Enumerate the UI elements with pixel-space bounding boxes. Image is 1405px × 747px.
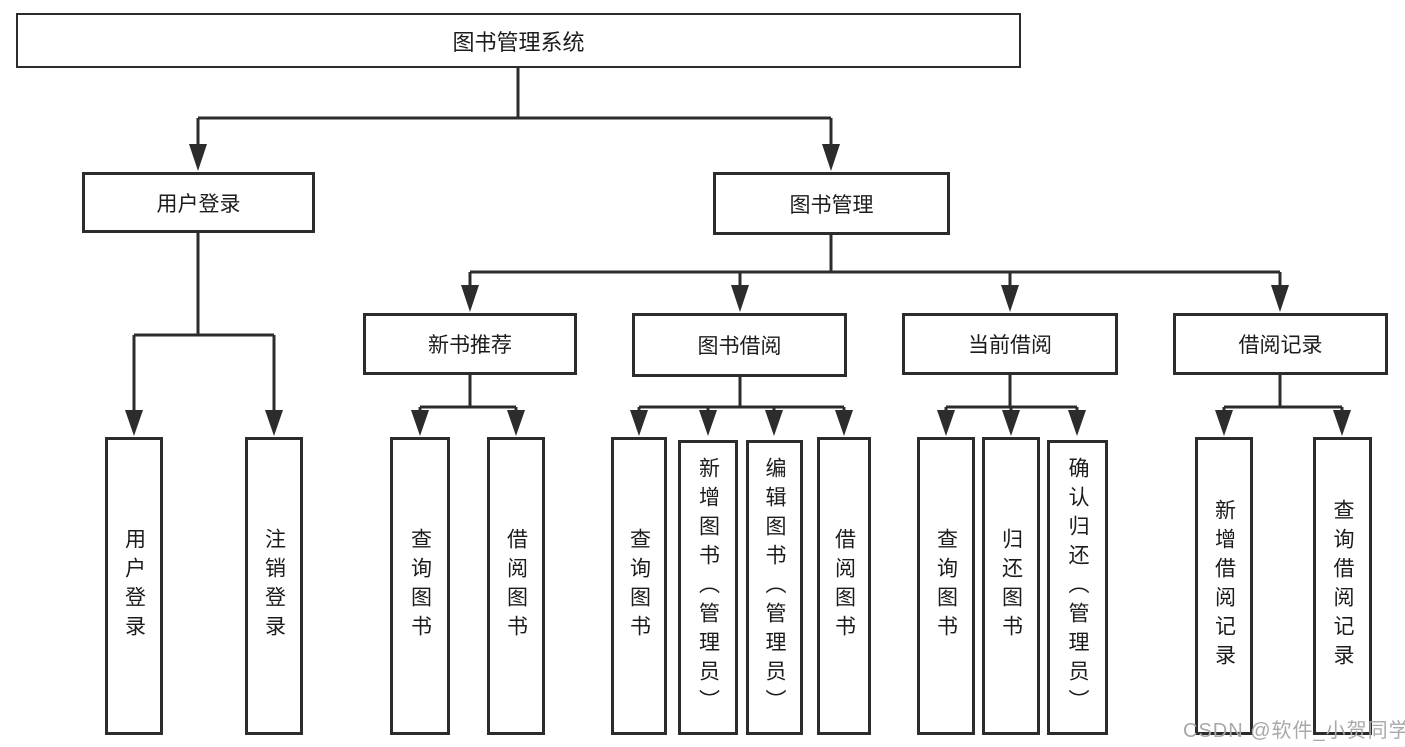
node-label: 当前借阅	[968, 334, 1052, 357]
node-label: 图书借阅	[697, 335, 782, 358]
node-label: 新增借阅记录	[1212, 499, 1236, 673]
node-label: 借阅图书	[832, 528, 856, 644]
leaf-query-books-recommend: 查询图书	[390, 437, 450, 735]
node-current-borrowing: 当前借阅	[902, 313, 1118, 375]
leaf-user-login: 用户登录	[105, 437, 163, 735]
node-label: 新书推荐	[428, 334, 512, 357]
leaf-query-books-borrowing: 查询图书	[611, 437, 667, 735]
node-label: 图书管理系统	[452, 29, 585, 55]
node-label: 用户登录	[122, 528, 146, 644]
node-book-management: 图书管理	[713, 172, 950, 235]
node-label: 借阅图书	[504, 528, 528, 644]
node-label: 查询图书	[408, 528, 432, 644]
leaf-query-books-current: 查询图书	[917, 437, 975, 735]
node-label: 查询借阅记录	[1331, 499, 1354, 673]
watermark-text: CSDN @软件_小贺同学	[1183, 720, 1405, 742]
node-user-login: 用户登录	[82, 172, 315, 233]
node-new-book-recommendation: 新书推荐	[363, 313, 577, 375]
node-label: 查询图书	[627, 528, 651, 644]
node-label: 查询图书	[934, 528, 958, 644]
leaf-add-book-admin: 新增图书（管理员）	[678, 440, 738, 735]
node-book-borrowing: 图书借阅	[632, 313, 847, 377]
node-label: 注销登录	[262, 528, 286, 644]
leaf-edit-book-admin: 编辑图书（管理员）	[746, 440, 803, 735]
leaf-query-borrow-record: 查询借阅记录	[1313, 437, 1372, 735]
leaf-logout: 注销登录	[245, 437, 303, 735]
leaf-confirm-return-admin: 确认归还（管理员）	[1047, 440, 1108, 735]
leaf-return-books: 归还图书	[982, 437, 1040, 735]
node-borrowing-records: 借阅记录	[1173, 313, 1388, 375]
node-label: 图书管理	[789, 193, 874, 217]
node-label: 归还图书	[999, 528, 1023, 644]
node-label: 新增图书（管理员）	[696, 457, 720, 718]
leaf-borrow-books-borrowing: 借阅图书	[817, 437, 871, 735]
node-label: 确认归还（管理员）	[1066, 457, 1089, 718]
node-library-management-system: 图书管理系统	[16, 13, 1021, 68]
node-label: 编辑图书（管理员）	[763, 457, 786, 718]
leaf-add-borrow-record: 新增借阅记录	[1195, 437, 1253, 735]
leaf-borrow-books-recommend: 借阅图书	[487, 437, 545, 735]
node-label: 借阅记录	[1238, 334, 1323, 357]
node-label: 用户登录	[156, 192, 241, 216]
